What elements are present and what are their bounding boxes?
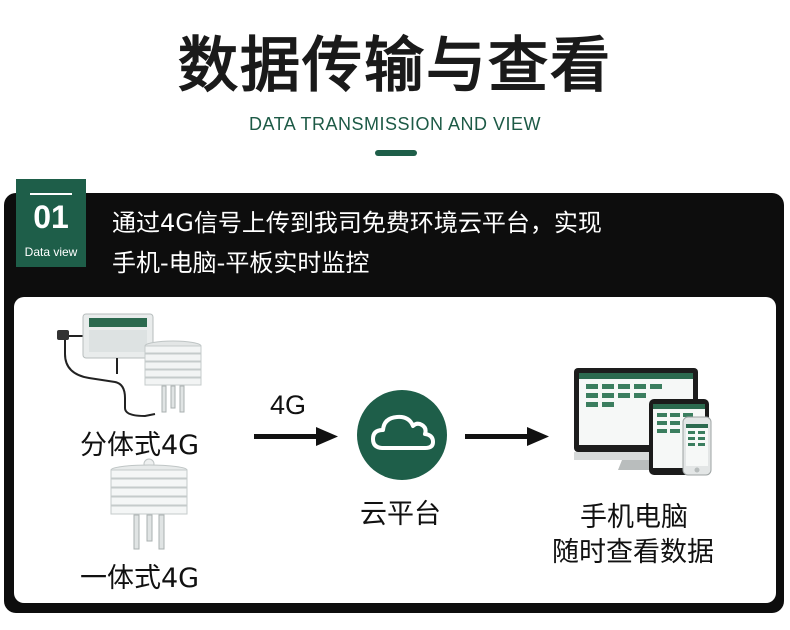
- louver-shield-icon: [144, 340, 202, 413]
- cloud-platform-label: 云平台: [360, 499, 441, 530]
- banner-line-2: 手机-电脑-平板实时监控: [112, 249, 370, 277]
- sensor-box-icon: [57, 313, 156, 418]
- banner-text: 通过4G信号上传到我司免费环境云平台，实现 手机-电脑-平板实时监控: [112, 203, 752, 283]
- device-integrated-label: 一体式4G: [80, 563, 200, 594]
- title-underline: [375, 150, 417, 156]
- cloud-platform-circle: [357, 390, 447, 480]
- integrated-sensor-icon: [110, 458, 188, 550]
- badge-divider: [30, 193, 72, 195]
- clients-label-line-2: 随时查看数据: [552, 537, 714, 568]
- connection-label: 4G: [270, 390, 307, 420]
- section-badge: 01 Data view: [16, 179, 86, 267]
- phone-icon: [682, 416, 712, 476]
- badge-number: 01: [33, 199, 69, 235]
- page-title: 数据传输与查看: [178, 31, 612, 101]
- badge-caption: Data view: [24, 245, 78, 259]
- clients-label-line-1: 手机电脑: [580, 502, 688, 533]
- arrow-right-icon: [254, 427, 338, 446]
- arrow-right-icon-2: [465, 427, 549, 446]
- cloud-icon: [371, 414, 435, 450]
- page-subtitle: DATA TRANSMISSION AND VIEW: [248, 114, 542, 134]
- device-split-label: 分体式4G: [80, 430, 200, 461]
- banner-line-1: 通过4G信号上传到我司免费环境云平台，实现: [112, 209, 602, 237]
